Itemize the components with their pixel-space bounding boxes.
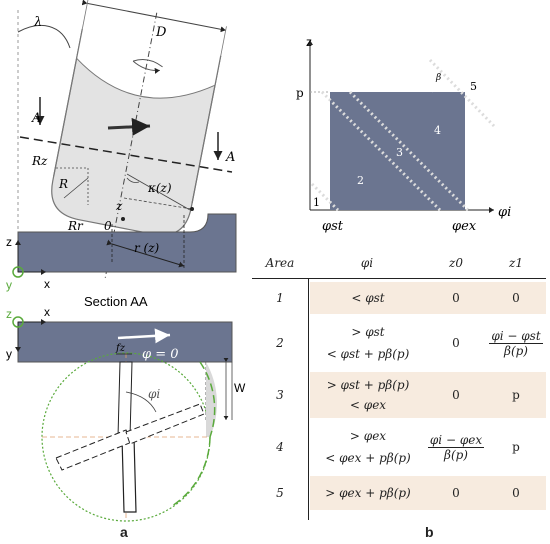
tool-side-view — [12, 0, 237, 278]
blade-right — [125, 403, 205, 445]
rz-label: Rz — [31, 154, 48, 168]
chart-phi-st-label: φst — [322, 219, 344, 234]
phi-i-arc — [125, 391, 157, 413]
y-axis-origin — [12, 266, 24, 278]
row-phi-condition: > φex < φex + pβ(p) — [325, 429, 411, 465]
region-2-label: 2 — [357, 174, 364, 187]
header-phi: φi — [360, 256, 374, 270]
row-phi-condition: < φst — [351, 291, 385, 305]
region-3-label: 3 — [396, 146, 403, 159]
fz-label: fz — [115, 343, 126, 354]
radius-line — [63, 177, 89, 199]
diameter-dimension — [81, 0, 226, 33]
row-z0: 0 — [452, 291, 460, 305]
section-a-right-label: A — [225, 150, 235, 165]
diameter-label: D — [155, 25, 167, 40]
lambda-arc — [17, 24, 71, 49]
width-label: W — [234, 381, 246, 395]
blade-left — [55, 429, 133, 471]
row-z1: 0 — [512, 291, 520, 305]
table-separator — [308, 278, 309, 520]
rotation-arrow — [132, 59, 163, 68]
row-z1: 0 — [512, 486, 520, 500]
row-z1: p — [512, 388, 520, 402]
section-title: Section AA — [84, 294, 148, 309]
feed-direction-arrow — [107, 117, 151, 136]
axis-z-label: z — [6, 235, 12, 249]
region-1-label: 1 — [313, 196, 320, 209]
engagement-chart — [307, 40, 496, 213]
section-axis-y-label: y — [6, 347, 12, 361]
axis-y-label: y — [6, 278, 12, 292]
section-line-aa — [19, 136, 233, 173]
row-area: 4 — [276, 440, 284, 454]
table-row: 5 > φex + pβ(p) 0 0 — [252, 476, 546, 510]
zero-label: 0 — [104, 219, 112, 233]
section-feed-arrow — [117, 328, 171, 344]
phi-i-label: φi — [148, 387, 160, 401]
section-z-origin — [12, 316, 24, 328]
row-area: 3 — [276, 388, 284, 402]
row-z0: 0 — [452, 336, 460, 350]
tool-top-edge — [76, 57, 216, 99]
chip-area — [206, 362, 217, 437]
chart-phi-ex-label: φex — [452, 219, 477, 234]
row-phi-condition: > φst + pβ(p) < φex — [326, 378, 410, 412]
kappa-label: κ(z) — [147, 181, 172, 195]
kappa-line — [126, 173, 191, 211]
engagement-region — [330, 92, 465, 210]
axis-x-label: x — [44, 277, 50, 291]
rz-dimension — [106, 239, 185, 268]
chart-beta-label: β — [435, 73, 441, 83]
section-aa-view — [12, 316, 233, 522]
section-a-left-label: A — [31, 111, 41, 126]
caption-a: a — [120, 524, 128, 540]
section-axis-x-label: x — [44, 305, 50, 319]
table-row: 3 > φst + pβ(p) < φex 0 p — [252, 372, 546, 418]
region-4-label: 4 — [434, 124, 441, 137]
chart-z-label: z — [306, 35, 312, 49]
header-z0: z0 — [449, 256, 463, 270]
areas-table: Area φi z0 z1 1 < φst 0 0 2 > φst < φst … — [252, 248, 546, 520]
z-mark-label: z — [115, 199, 123, 213]
chart-phi-i-label: φi — [498, 205, 511, 220]
region-5-label: 5 — [470, 80, 477, 93]
phi-zero-label: φ = 0 — [142, 347, 179, 362]
row-area: 2 — [276, 336, 284, 350]
header-z1: z1 — [509, 256, 523, 270]
caption-b: b — [425, 524, 434, 540]
r-label: R — [58, 177, 68, 191]
row-z1: p — [512, 440, 520, 454]
row-area: 5 — [276, 486, 284, 500]
engaged-arc — [199, 361, 216, 438]
blade-bottom — [121, 436, 137, 513]
lambda-label: λ — [33, 15, 42, 30]
chart-p-label: p — [296, 86, 304, 100]
r-of-z-label: r (z) — [134, 241, 160, 255]
rr-label: Rr — [67, 219, 84, 233]
blade-top — [117, 361, 133, 438]
engagement-boundary-lines — [310, 58, 496, 212]
row-z0: 0 — [452, 388, 460, 402]
section-workpiece — [17, 321, 233, 363]
tool-top-cap — [76, 27, 221, 99]
row-z0: 0 — [452, 486, 460, 500]
section-axis-z-label: z — [6, 307, 12, 321]
table-row: 1 < φst 0 0 — [252, 282, 546, 314]
row-area: 1 — [276, 291, 284, 305]
header-area: Area — [265, 256, 295, 270]
table-header-row: Area φi z0 z1 — [252, 248, 546, 279]
row-phi-condition: > φex + pβ(p) — [325, 486, 411, 500]
row-phi-condition: > φst < φst + pβ(p) — [326, 325, 410, 361]
